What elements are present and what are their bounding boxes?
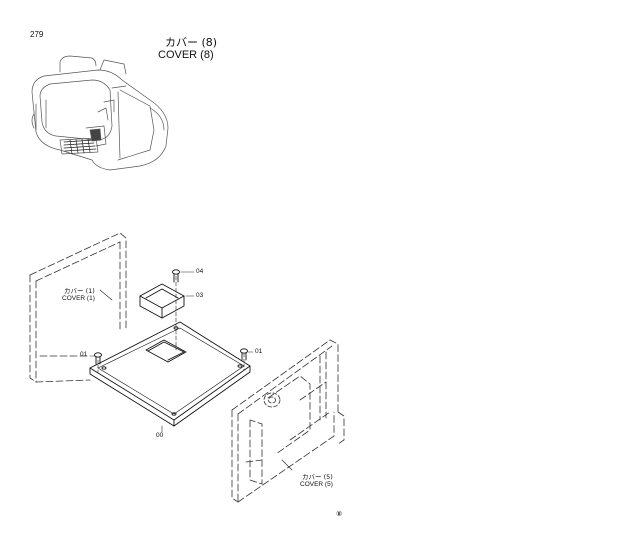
- callout-03: 03: [196, 292, 204, 299]
- cover-5-outline: [231, 339, 345, 503]
- cover-1-outline: [29, 232, 127, 383]
- reference-cover-5-jp: カバー (5): [302, 473, 333, 481]
- bolt-04: [172, 269, 180, 283]
- reference-cover-5-en: COVER (5): [300, 481, 333, 488]
- reference-cover-1-en: COVER (1): [62, 295, 95, 302]
- callout-04: 04: [196, 268, 204, 275]
- excavator-locator-illustration: [31, 55, 169, 171]
- leader-lines: [89, 271, 293, 471]
- title-english: COVER (8): [158, 49, 214, 61]
- callout-00: 00: [156, 432, 164, 439]
- corner-mark: ⑧: [336, 511, 343, 518]
- callout-01-left: 01: [80, 351, 88, 358]
- callout-01-right: 01: [255, 348, 263, 355]
- title-japanese: カバー (8): [165, 36, 218, 49]
- reference-cover-1-jp: カバー (1): [64, 287, 95, 295]
- cover-5-bosses: [263, 392, 281, 408]
- bolt-01-left: [94, 352, 102, 365]
- bolt-01-right: [240, 348, 248, 361]
- box-03: [139, 283, 185, 319]
- cover-plate-00: [89, 321, 251, 427]
- page-number: 279: [30, 30, 44, 39]
